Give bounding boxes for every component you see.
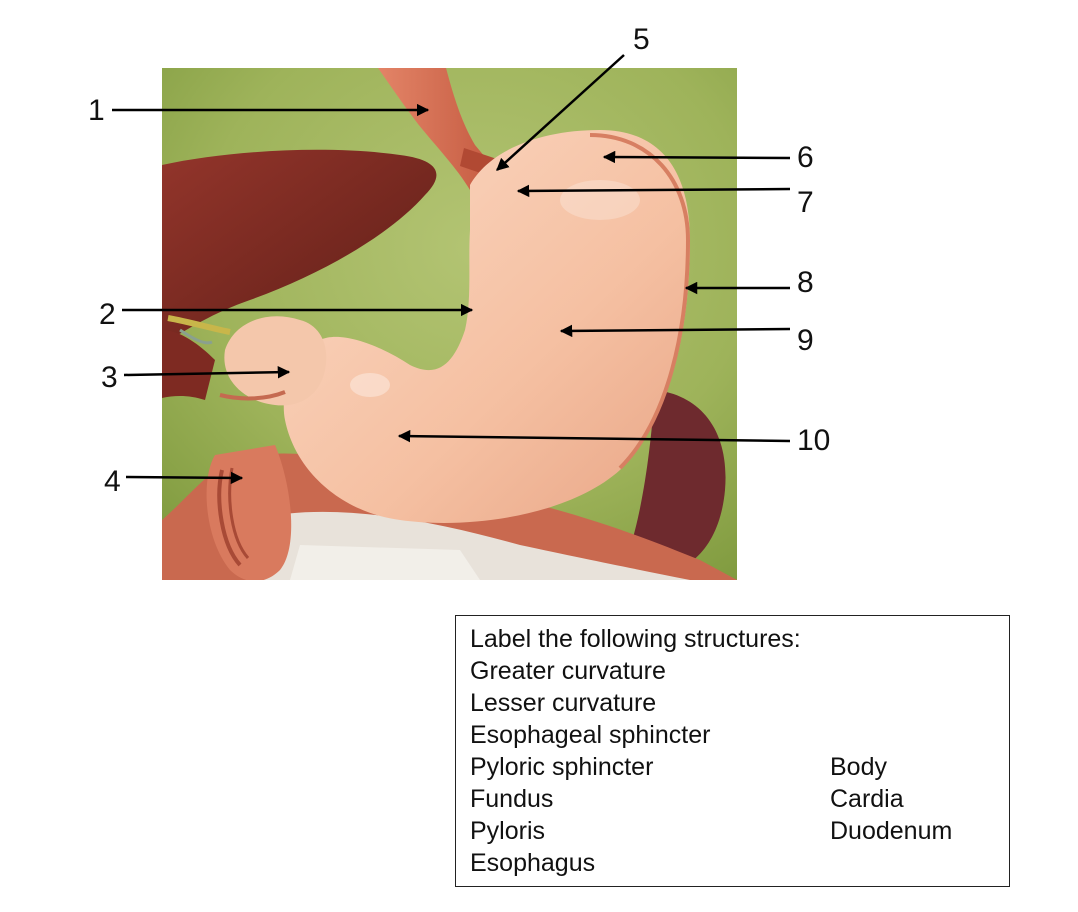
word-bank-item: Cardia (830, 785, 904, 813)
word-bank-heading: Label the following structures: (470, 625, 801, 653)
arrow-4 (125, 471, 244, 485)
arrow-10 (397, 429, 791, 443)
label-10: 10 (797, 424, 831, 457)
label-3: 3 (101, 361, 118, 394)
word-bank-item: Esophageal sphincter (470, 721, 711, 749)
label-8: 8 (797, 266, 814, 299)
arrow-9 (559, 324, 791, 338)
anatomy-photo (162, 68, 737, 580)
word-bank-item: Pyloric sphincter (470, 753, 654, 781)
pylorus-shape (224, 316, 327, 406)
word-bank-item: Body (830, 753, 887, 781)
label-4: 4 (104, 465, 121, 498)
label-1: 1 (88, 94, 105, 127)
label-2: 2 (99, 298, 116, 331)
liver-shape (162, 149, 437, 345)
stomach-shape (283, 130, 690, 523)
leader-lines (112, 54, 791, 485)
word-bank-box: Label the following structures: Greater … (455, 615, 1010, 887)
spleen-shape (620, 390, 726, 575)
word-bank-item: Greater curvature (470, 657, 666, 685)
word-bank-item: Duodenum (830, 817, 953, 845)
label-9: 9 (797, 324, 814, 357)
arrow-6 (602, 150, 791, 164)
arrow-5 (496, 54, 625, 171)
label-5: 5 (633, 23, 650, 56)
arrow-3 (123, 365, 291, 379)
label-7: 7 (797, 186, 814, 219)
word-bank-item: Fundus (470, 785, 554, 813)
word-bank-item: Pyloris (470, 817, 546, 845)
label-6: 6 (797, 141, 814, 174)
word-bank-item: Lesser curvature (470, 689, 657, 717)
word-bank-item: Esophagus (470, 849, 596, 877)
arrow-7 (516, 184, 791, 198)
